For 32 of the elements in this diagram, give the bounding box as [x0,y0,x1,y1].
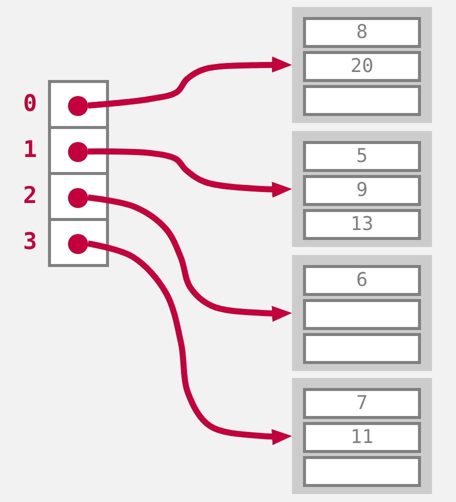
pointer-dot [68,96,88,116]
arrow [88,194,292,322]
value-slot: 20 [303,51,421,82]
value-slot: 6 [303,265,421,296]
value-slot: 13 [303,209,421,240]
array-cell [48,172,109,221]
value-slot: 7 [303,388,421,419]
arrow [88,56,292,108]
value-slot: 11 [303,422,421,453]
value-slot: 9 [303,175,421,206]
pointer-dot [68,234,88,254]
empty-slot [303,456,421,487]
array-cell [48,218,109,267]
pointer-dot [68,142,88,162]
array-cell [48,126,109,175]
empty-slot [303,333,421,364]
arrow [88,148,292,198]
value-slot: 8 [303,17,421,48]
index-label: 3 [22,228,38,256]
bucket-panel [292,378,432,494]
bucket-panel [292,131,432,247]
array-cell [48,80,109,129]
pointer-dot [68,188,88,208]
index-label: 2 [22,182,38,210]
index-label: 1 [22,136,38,164]
empty-slot [303,299,421,330]
value-slot: 5 [303,141,421,172]
empty-slot [303,85,421,116]
bucket-panel [292,7,432,123]
arrow [87,240,292,446]
bucket-panel [292,255,432,371]
index-label: 0 [22,90,38,118]
